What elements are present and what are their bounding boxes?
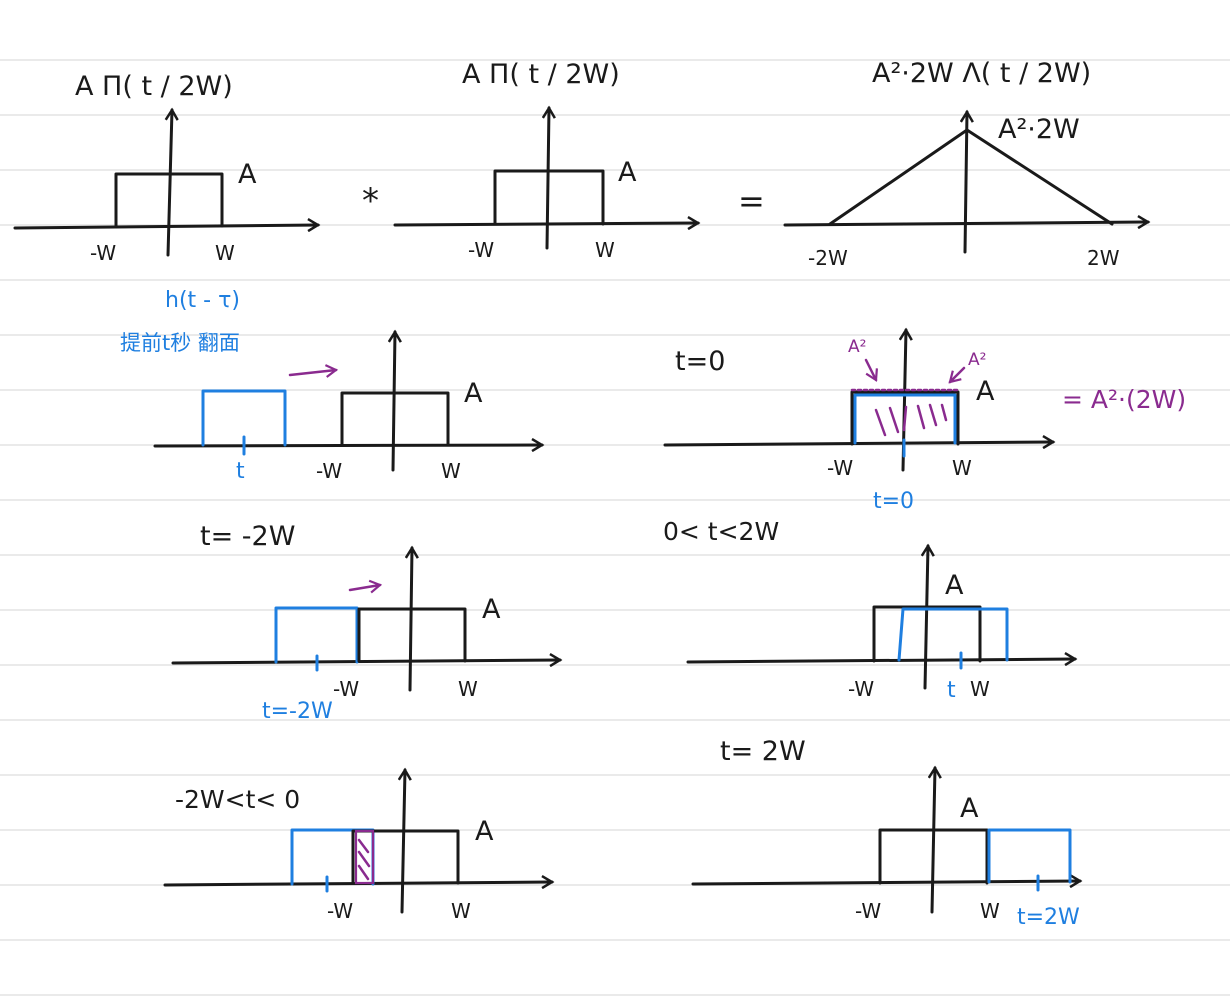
top-g-plot: A Π( t / 2W) A -W W [393, 59, 698, 262]
t0-peak-left-arrow [864, 358, 878, 382]
tm2w-x-axis [171, 660, 560, 663]
t0-peak-right-arrow [948, 366, 966, 384]
shift-tick-neg: -W [316, 459, 342, 483]
shift-note-text: 提前t秒 翻面 [120, 331, 240, 355]
t0-t-label: t=0 [873, 489, 914, 514]
t0-fixed-pulse [850, 390, 960, 446]
top-result-peak-label: A²·2W [998, 114, 1080, 145]
t0-overlap-hatch [874, 403, 948, 437]
pos-overlap-height-label: A [945, 570, 964, 601]
top-f-rect-pulse [114, 172, 224, 228]
neg-overlap-y-axis [402, 770, 405, 914]
notebook-rules [0, 59, 1230, 996]
tm2w-condition: t= -2W [200, 521, 295, 552]
pos-overlap-tick-neg: -W [848, 677, 874, 701]
shift-flipped-pulse [201, 389, 287, 447]
top-g-tick-pos: W [595, 238, 615, 262]
top-f-y-axis [168, 110, 172, 257]
t0-height-label: A [976, 376, 995, 407]
top-g-formula: A Π( t / 2W) [462, 59, 620, 90]
top-g-tick-neg: -W [468, 238, 494, 262]
top-result-triangle [828, 128, 1114, 226]
shift-fixed-pulse [340, 391, 450, 447]
tm2w-t-label: t=-2W [262, 699, 333, 724]
pos-overlap-condition: 0< t<2W [663, 517, 779, 546]
tm2w-y-axis [410, 548, 412, 692]
t0-peak-right-label: A² [968, 350, 986, 370]
tm2w-height-label: A [482, 594, 501, 625]
neg-overlap-panel: -2W<t< 0 A -W W [163, 770, 552, 923]
shift-t-label: t [236, 459, 245, 484]
t2w-y-axis [932, 768, 935, 914]
convolution-symbol: * [362, 181, 379, 221]
top-g-rect-pulse [493, 169, 605, 226]
pos-overlap-x-axis [686, 659, 1075, 662]
top-g-height-label: A [618, 157, 637, 188]
t2w-t-label: t=2W [1017, 905, 1080, 930]
t2w-tick-neg: -W [855, 899, 881, 923]
top-result-tick-neg: -2W [808, 246, 848, 270]
top-result-y-axis [965, 112, 967, 254]
top-f-plot: A Π( t / 2W) A -W W [13, 71, 318, 265]
shift-direction-arrow [288, 364, 339, 378]
pos-overlap-y-axis [925, 546, 928, 690]
tm2w-direction-arrow [348, 579, 383, 594]
t2w-height-label: A [960, 793, 979, 824]
t0-tick-neg: -W [827, 456, 853, 480]
neg-overlap-tick-neg: -W [327, 899, 353, 923]
equals-symbol: = [738, 182, 765, 220]
top-f-tick-neg: -W [90, 241, 116, 265]
neg-overlap-flipped-pulse [290, 828, 375, 886]
t0-area-result: = A²·(2W) [1062, 385, 1186, 414]
tm2w-fixed-pulse [357, 607, 467, 663]
shift-height-label: A [464, 378, 483, 409]
neg-overlap-tick-pos: W [451, 899, 471, 923]
t2w-tick-pos: W [980, 899, 1000, 923]
pos-overlap-flipped-pulse [897, 607, 1009, 662]
shift-note-expression: h(t - τ) [165, 288, 240, 313]
t0-peak-left-label: A² [848, 337, 866, 357]
shift-x-axis [153, 445, 542, 446]
tm2w-tick-pos: W [458, 677, 478, 701]
pos-overlap-tick-pos: W [970, 677, 990, 701]
shift-flip-panel: h(t - τ) 提前t秒 翻面 t A -W W [120, 288, 542, 484]
t2w-flipped-pulse [987, 828, 1072, 884]
t2w-fixed-pulse [878, 828, 989, 885]
top-result-plot: A²·2W Λ( t / 2W) A²·2W -2W 2W [783, 58, 1148, 270]
tm2w-panel: t= -2W A t=-2W -W W [171, 521, 560, 724]
tm2w-tick-neg: -W [333, 677, 359, 701]
t0-panel: t=0 A² A² A = A²·(2W) t=0 -W W [663, 330, 1186, 514]
shift-y-axis [393, 332, 395, 472]
top-f-x-axis [13, 225, 318, 228]
pos-overlap-panel: 0< t<2W A t -W W [663, 517, 1075, 703]
top-f-height-label: A [238, 159, 257, 190]
pos-overlap-fixed-pulse [872, 605, 982, 663]
t2w-x-axis [691, 881, 1080, 884]
tm2w-flipped-pulse [274, 606, 359, 664]
neg-overlap-fixed-pulse [351, 829, 460, 885]
t2w-condition: t= 2W [720, 736, 806, 767]
neg-overlap-region [354, 829, 375, 885]
t0-condition: t=0 [675, 346, 725, 377]
neg-overlap-height-label: A [475, 816, 494, 847]
neg-overlap-hatch [357, 838, 371, 881]
shift-tick-pos: W [441, 459, 461, 483]
top-g-y-axis [547, 108, 549, 250]
t0-flipped-pulse [853, 393, 957, 445]
top-f-formula: A Π( t / 2W) [75, 71, 233, 102]
top-f-tick-pos: W [215, 241, 235, 265]
pos-overlap-t-label: t [947, 678, 956, 703]
t0-tick-pos: W [952, 456, 972, 480]
top-result-tick-pos: 2W [1087, 246, 1120, 270]
neg-overlap-condition: -2W<t< 0 [175, 785, 300, 814]
top-result-formula: A²·2W Λ( t / 2W) [872, 58, 1091, 89]
t0-x-axis [663, 442, 1053, 445]
t2w-panel: t= 2W A t=2W -W W [691, 736, 1080, 930]
